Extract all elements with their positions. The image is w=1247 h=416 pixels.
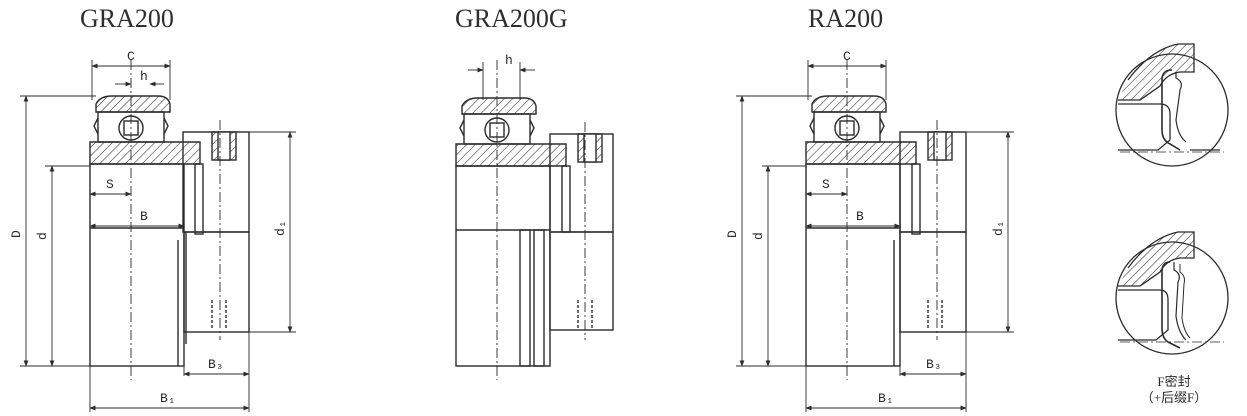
label-b-gra200: B [140, 209, 148, 224]
outer-ring [95, 95, 171, 113]
label-b1-gra200: B₁ [160, 391, 176, 406]
label-d-outer-ra200: D [725, 230, 740, 238]
label-s-gra200: S [106, 177, 114, 192]
title-gra200g: GRA200G [455, 4, 568, 33]
bearing-gra200 [20, 60, 296, 412]
label-h-gra200g: h [505, 53, 513, 68]
label-b3-gra200: B₃ [208, 357, 224, 372]
label-d-outer-gra200: D [9, 230, 24, 238]
seal-caption-line2: （+后缀F） [1140, 390, 1208, 405]
label-h-gra200: h [140, 69, 148, 84]
title-ra200: RA200 [808, 4, 884, 33]
seal-detail-top [1115, 43, 1229, 167]
label-b3-ra200: B₃ [926, 357, 942, 372]
dims-ra200 [739, 63, 1011, 411]
label-b-ra200: B [856, 209, 864, 224]
title-gra200: GRA200 [80, 4, 174, 33]
label-b1-ra200: B₁ [878, 391, 894, 406]
label-d-bore-ra200: d [751, 232, 766, 240]
label-c-ra200: C [843, 49, 851, 64]
seal-caption-line1: F密封 [1157, 374, 1191, 389]
seal-detail-bottom [1115, 231, 1229, 355]
bearing-ra200 [736, 60, 1014, 412]
bearing-gra200g [455, 60, 614, 380]
label-s-ra200: S [822, 177, 830, 192]
seal-caption: F密封 （+后缀F） [1126, 374, 1222, 406]
label-d-bore-gra200: d [35, 232, 50, 240]
label-d1-ra200: d₁ [991, 220, 1006, 236]
label-d1-gra200: d₁ [273, 220, 288, 236]
label-c-gra200: C [127, 49, 135, 64]
dims-gra200 [23, 63, 293, 411]
